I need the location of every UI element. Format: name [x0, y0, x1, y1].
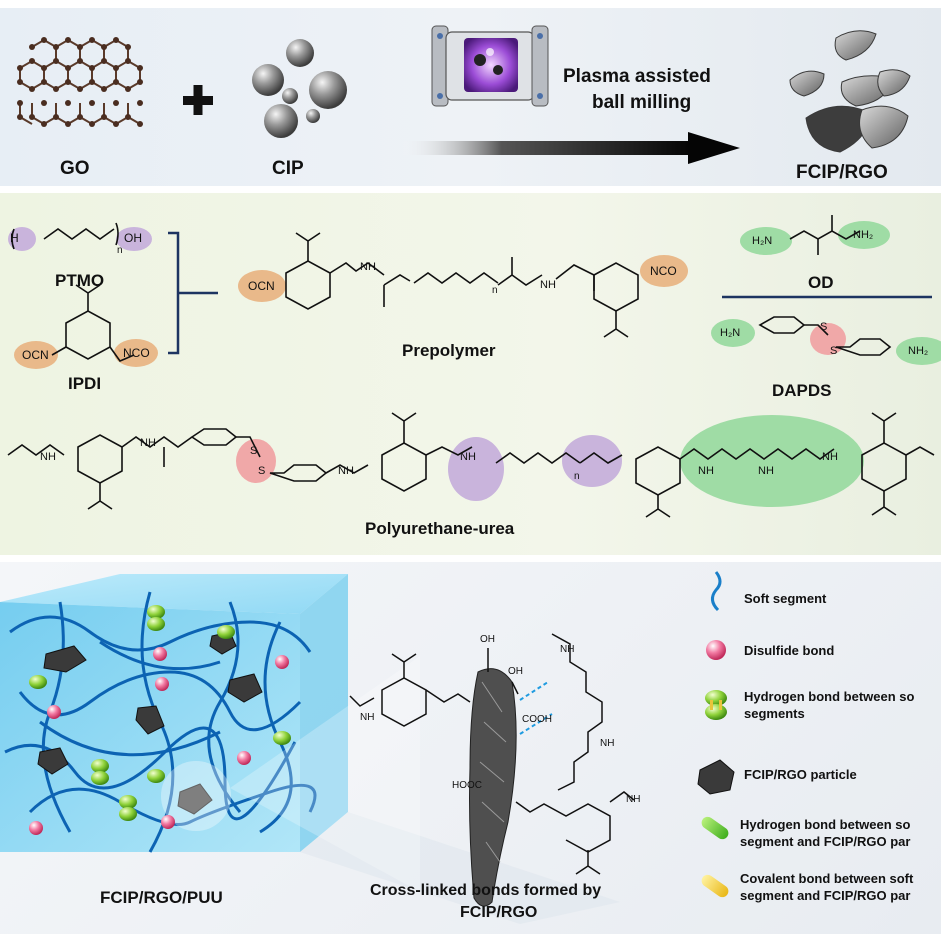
panel-a-synthesis: GO CIP Plasma assisted ball milling FCIP…	[0, 8, 941, 186]
crosslink-oh-1: OH	[480, 634, 495, 645]
composite-label: FCIP/RGO/PUU	[100, 888, 223, 907]
dapds-ss-highlight	[810, 323, 846, 355]
od-label: OD	[808, 273, 834, 292]
panel-c-composite: COOH HOOC OH OH NH NH NH NH FCIP/RGO/PUU…	[0, 562, 941, 934]
crosslink-cooh-1: COOH	[522, 714, 552, 725]
puu-repeat-n: n	[574, 471, 580, 482]
panel-a-graphics	[17, 25, 911, 164]
ptmo-h-atom: H	[10, 231, 19, 245]
lattice-atoms	[17, 37, 143, 127]
product-label: FCIP/RGO	[796, 162, 888, 183]
graphene-oxide-lattice-icon	[19, 38, 141, 126]
prepolymer-repeat-n: n	[492, 285, 498, 296]
legend-disulfide-bond: Disulfide bond	[744, 643, 835, 658]
crosslink-particle	[469, 668, 517, 907]
prepolymer-nh-right: NH	[540, 279, 556, 291]
ipdi-label: IPDI	[68, 374, 102, 393]
panel-b-chemistry: H OH n PTMO OCN NCO IPDI OCN NCO NH NH n…	[0, 193, 941, 555]
particle-icon	[697, 759, 735, 795]
ptmo-repeat-n: n	[117, 245, 123, 256]
particles-in-cube	[37, 631, 263, 815]
legend-hydrogen-bond-soft: Hydrogen bond between so segments	[744, 689, 915, 721]
dapds-nh2-group: NH₂	[908, 345, 929, 357]
puu-urea-highlight	[680, 415, 864, 507]
zoom-highlight-circle	[161, 761, 231, 831]
process-arrow	[400, 132, 740, 164]
panel-b-graphics	[7, 215, 941, 518]
zoom-beam	[230, 656, 420, 892]
legend-hydrogen-bond-particle: Hydrogen bond between so segment and FCI…	[740, 817, 911, 849]
legend-icons	[697, 571, 735, 898]
process-label-line1: Plasma assisted	[563, 66, 711, 87]
cip-label: CIP	[272, 158, 304, 179]
crosslink-label-line1: Cross-linked bonds formed by	[370, 882, 602, 899]
puu-left-purple-highlight	[448, 437, 504, 501]
dapds-s-atom-1: S	[820, 321, 828, 333]
puu-label: Polyurethane-urea	[365, 519, 515, 538]
ipdi-nco-group: NCO	[123, 346, 150, 360]
ipdi-ocn-group: OCN	[22, 348, 49, 362]
legend-soft-segment: Soft segment	[744, 591, 827, 606]
prepolymer-nh-left: NH	[360, 261, 376, 273]
prepolymer-nco-highlight	[640, 255, 688, 287]
crosslink-nh-1: NH	[360, 712, 375, 723]
dapds-label: DAPDS	[772, 381, 832, 400]
ptmo-oh-group: OH	[124, 231, 142, 245]
od-right-highlight	[838, 221, 890, 249]
legend-particle: FCIP/RGO particle	[744, 767, 857, 782]
dapds-left-highlight	[711, 319, 755, 347]
covalent-bond-icon	[701, 874, 729, 898]
prepolymer-ocn-highlight	[238, 270, 286, 302]
soft-segment-icon	[711, 571, 722, 612]
ipdi-ocn-highlight	[14, 341, 58, 369]
process-label-line2: ball milling	[592, 92, 692, 113]
hydrogen-bond-particle-icon	[701, 816, 729, 840]
puu-s-atom-1: S	[250, 445, 258, 457]
ptmo-oh-highlight	[116, 227, 152, 251]
puu-nh-6: NH	[758, 465, 774, 477]
disulfide-bond-icon	[706, 640, 726, 660]
puu-nh-4: NH	[460, 451, 476, 463]
crosslink-oh-2: OH	[508, 666, 523, 677]
crosslink-nh-4: NH	[626, 794, 641, 805]
od-h2n-group: H₂N	[752, 235, 773, 247]
puu-nh-7: NH	[822, 451, 838, 463]
puu-nh-2: NH	[140, 437, 156, 449]
crosslink-hooc: HOOC	[452, 780, 482, 791]
go-label: GO	[60, 158, 90, 179]
legend-covalent-bond: Covalent bond between soft segment and F…	[740, 871, 914, 903]
od-nh2-group: NH₂	[853, 229, 874, 241]
cip-spheres-icon	[252, 39, 347, 138]
crosslink-bonds	[349, 633, 635, 875]
plus-icon	[183, 85, 213, 115]
crosslink-hbond-dashes	[519, 681, 553, 735]
puu-ss-highlight	[236, 439, 276, 483]
puu-nh-5: NH	[698, 465, 714, 477]
puu-s-atom-2: S	[258, 465, 266, 477]
dapds-s-atom-2: S	[830, 345, 838, 357]
prepolymer-ocn-group: OCN	[248, 279, 275, 293]
panel-c-graphics	[0, 571, 735, 924]
puu-nh-3: NH	[338, 465, 354, 477]
ball-mill-jar-icon	[431, 25, 549, 107]
crosslink-nh-2: NH	[560, 644, 575, 655]
bond-lines	[7, 215, 935, 518]
disulfide-balls	[29, 647, 289, 835]
fcip-rgo-flakes-icon	[789, 30, 911, 153]
prepolymer-label: Prepolymer	[402, 341, 496, 360]
hydrogen-bond-soft-icon	[705, 690, 727, 720]
dapds-right-highlight	[896, 337, 941, 365]
crosslink-label-line2: FCIP/RGO	[460, 904, 538, 921]
puu-nh-1: NH	[40, 451, 56, 463]
ptmo-h-highlight	[8, 227, 36, 251]
od-left-highlight	[740, 227, 792, 255]
ptmo-label: PTMO	[55, 271, 105, 290]
prepolymer-nco-group: NCO	[650, 264, 677, 278]
hbond-pairs	[29, 605, 291, 821]
crosslink-nh-3: NH	[600, 738, 615, 749]
ipdi-nco-highlight	[114, 339, 158, 367]
puu-right-purple-highlight	[562, 435, 622, 487]
dapds-h2n-group: H₂N	[720, 327, 741, 339]
